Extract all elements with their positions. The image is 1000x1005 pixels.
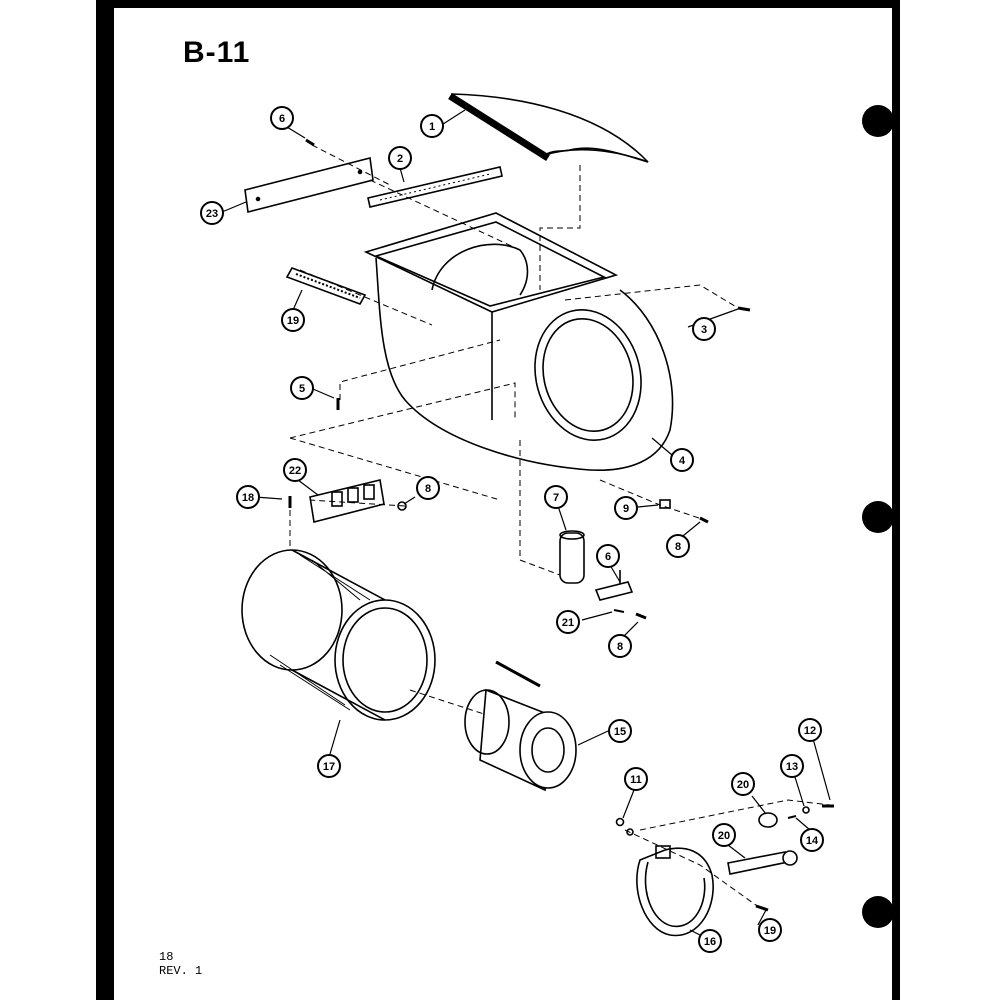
callout-bubble [388, 146, 412, 170]
callout-bubble [608, 719, 632, 743]
callout-label: 19 [764, 925, 776, 937]
motor-mount-part [636, 845, 714, 937]
top-cover-part [448, 93, 649, 163]
binder-hole-top [862, 105, 894, 137]
callout-label: 21 [562, 617, 574, 629]
assembly-guide-lines [289, 144, 831, 909]
callout-bubble [596, 544, 620, 568]
callout-bubble [544, 485, 568, 509]
callout-bubbles [200, 106, 824, 953]
callout-label: 15 [614, 726, 626, 738]
motor-part [464, 660, 577, 792]
callout-bubble [666, 534, 690, 558]
callout-label: 4 [679, 455, 686, 467]
callout-bubble [270, 106, 294, 130]
mount-arm-part [727, 812, 798, 875]
callout-label: 6 [279, 113, 285, 125]
callout-bubble [780, 754, 804, 778]
callout-bubble [416, 476, 440, 500]
callout-label: 20 [737, 779, 749, 791]
capacitor-part [559, 530, 585, 584]
callout-bubble [556, 610, 580, 634]
callout-bubble [698, 929, 722, 953]
callout-label: 5 [299, 383, 305, 395]
callout-label: 18 [242, 492, 254, 504]
left-margin-bar [96, 0, 114, 1000]
top-edge-strip [96, 0, 898, 8]
callout-label: 8 [675, 541, 681, 553]
callout-bubble [798, 718, 822, 742]
callout-label: 17 [323, 761, 335, 773]
callout-bubble [758, 918, 782, 942]
callout-bubble [283, 458, 307, 482]
callout-label: 22 [289, 465, 301, 477]
callout-bubble [800, 828, 824, 852]
callout-label: 23 [206, 208, 218, 220]
binder-hole-bottom [862, 896, 894, 928]
callout-bubble [200, 201, 224, 225]
callout-label: 19 [287, 315, 299, 327]
callout-bubble [712, 823, 736, 847]
blower-wheel-part [241, 549, 436, 721]
callout-bubble [692, 317, 716, 341]
page-title: B-11 [183, 36, 251, 69]
callout-label: 3 [701, 324, 707, 336]
callout-bubble [731, 772, 755, 796]
blower-housing-part [363, 212, 674, 471]
callout-labels: 1 2 6 23 19 3 5 4 22 18 8 9 8 7 6 21 8 1… [206, 113, 819, 948]
callout-label: 20 [718, 830, 730, 842]
callout-bubble [281, 308, 305, 332]
callout-label: 16 [704, 936, 716, 948]
capacitor-bracket-part [594, 570, 634, 601]
revision-label: REV. 1 [159, 964, 203, 978]
callout-label: 6 [605, 551, 611, 563]
page-number: 18 [159, 950, 174, 964]
callout-label: 11 [630, 774, 642, 786]
callout-label: 2 [397, 153, 403, 165]
callout-label: 12 [804, 725, 816, 737]
callout-label: 8 [425, 483, 431, 495]
right-margin-strip [892, 0, 900, 1000]
callout-label: 8 [617, 641, 623, 653]
callout-bubble [624, 767, 648, 791]
terminal-board-part [309, 479, 385, 523]
callout-bubble [290, 376, 314, 400]
gasket-strip-part [367, 166, 503, 208]
lower-gasket-part [285, 267, 367, 305]
panel-part [244, 157, 374, 213]
binder-hole-middle [862, 501, 894, 533]
callout-label: 13 [786, 761, 798, 773]
callout-label: 1 [429, 121, 435, 133]
callout-label: 7 [553, 492, 559, 504]
callout-label: 9 [623, 503, 629, 515]
callout-label: 14 [806, 835, 819, 847]
callout-bubble [670, 448, 694, 472]
callout-bubble [614, 496, 638, 520]
callout-bubble [420, 114, 444, 138]
callout-bubble [317, 754, 341, 778]
callout-bubble [236, 485, 260, 509]
callout-bubble [608, 634, 632, 658]
